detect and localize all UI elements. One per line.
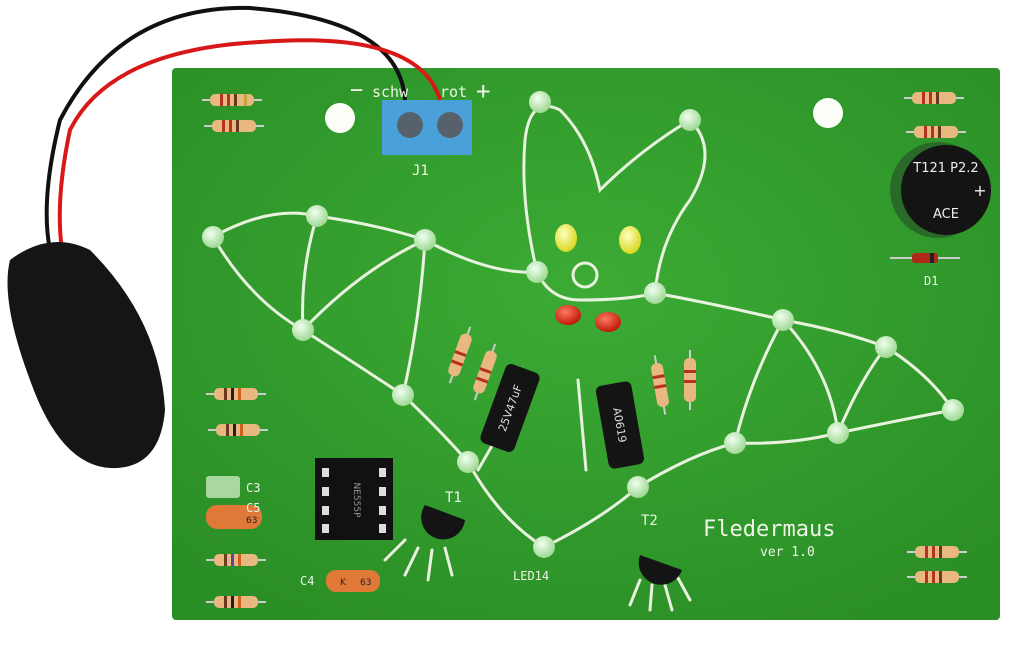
connector-red-label: rot xyxy=(440,83,467,101)
terminal-block-j1 xyxy=(382,100,472,155)
led-green xyxy=(414,229,436,251)
diode-d1 xyxy=(890,253,960,263)
led-green xyxy=(875,336,897,358)
led-green xyxy=(679,109,701,131)
led-yellow-eye xyxy=(555,224,577,252)
led-green xyxy=(724,432,746,454)
capacitor-c4: K 63 xyxy=(326,570,380,592)
led-yellow-eye xyxy=(619,226,641,254)
mounting-hole xyxy=(813,98,843,128)
svg-text:ACE: ACE xyxy=(933,207,959,222)
led-green xyxy=(392,384,414,406)
led-green xyxy=(457,451,479,473)
svg-text:T121 P2.2: T121 P2.2 xyxy=(912,161,978,176)
label-c3: C3 xyxy=(246,481,260,495)
led-green xyxy=(942,399,964,421)
label-j1: J1 xyxy=(412,163,429,179)
capacitor-c5: 63 xyxy=(206,505,262,529)
connector-minus: − xyxy=(350,78,363,103)
svg-text:63: 63 xyxy=(246,516,257,526)
electrolytic-capacitor: 25V47uF xyxy=(480,364,540,452)
svg-text:K: K xyxy=(340,578,347,588)
red-wire xyxy=(57,38,442,251)
label-d1: D1 xyxy=(924,274,938,288)
black-wire xyxy=(44,5,407,251)
ne555-ic: NE555P xyxy=(315,458,393,540)
battery-clip xyxy=(7,242,165,469)
led-green xyxy=(772,309,794,331)
led-green xyxy=(827,422,849,444)
label-t2: T2 xyxy=(641,513,658,529)
label-c5: C5 xyxy=(246,501,260,515)
led-green xyxy=(627,476,649,498)
svg-text:+: + xyxy=(973,181,986,200)
led-green xyxy=(292,319,314,341)
led-green xyxy=(202,226,224,248)
svg-text:NE555P: NE555P xyxy=(351,482,361,518)
mounting-hole xyxy=(325,103,355,133)
label-t1: T1 xyxy=(445,490,462,506)
led-green xyxy=(644,282,666,304)
board-version: ver 1.0 xyxy=(760,545,815,560)
green-leds xyxy=(202,91,964,558)
transistor-t2 xyxy=(638,555,682,585)
board-title: Fledermaus xyxy=(703,517,835,542)
svg-text:A0619: A0619 xyxy=(610,406,629,443)
piezo-buzzer: T121 P2.2 ACE + xyxy=(890,142,991,238)
label-led14: LED14 xyxy=(513,569,549,583)
connector-plus: + xyxy=(476,77,490,105)
led-red xyxy=(555,305,581,325)
led-red xyxy=(595,312,621,332)
transistor-t1 xyxy=(421,505,465,540)
connector-black-label: schw xyxy=(372,83,409,101)
led-green xyxy=(526,261,548,283)
led-green xyxy=(306,205,328,227)
electrolytic-capacitor: A0619 xyxy=(595,381,645,469)
svg-text:63: 63 xyxy=(360,578,371,588)
resistors xyxy=(202,92,967,608)
capacitor-c3 xyxy=(206,476,240,498)
led-green xyxy=(529,91,551,113)
led-green xyxy=(533,536,555,558)
bat-outline xyxy=(211,104,955,612)
label-c4: C4 xyxy=(300,574,314,588)
